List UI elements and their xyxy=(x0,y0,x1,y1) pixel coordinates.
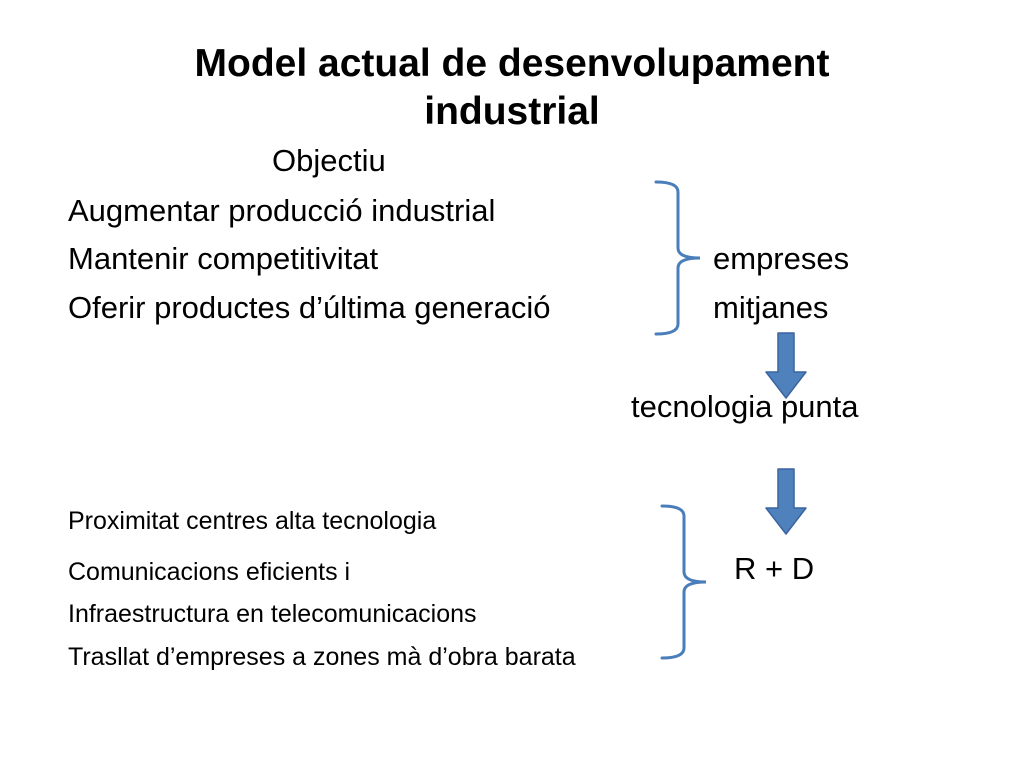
down-arrow-icon xyxy=(765,468,807,535)
requirement-item: Comunicacions eficients i xyxy=(68,558,351,586)
down-arrow-icon xyxy=(765,332,807,399)
requirement-item: Proximitat centres alta tecnologia xyxy=(68,507,437,535)
title-line-1: Model actual de desenvolupament xyxy=(194,42,830,85)
requirement-item: Infraestructura en telecomunicacions xyxy=(68,600,477,628)
company-label-line-2: mitjanes xyxy=(713,290,829,325)
result-tecnologia-punta: tecnologia punta xyxy=(631,389,859,424)
right-curly-bracket-icon xyxy=(660,504,707,660)
slide-title: Model actual de desenvolupament industri… xyxy=(112,40,912,136)
objective-item: Mantenir competitivitat xyxy=(68,241,379,276)
result-r-plus-d: R + D xyxy=(734,551,815,586)
requirement-item: Trasllat d’empreses a zones mà d’obra ba… xyxy=(68,643,576,671)
right-curly-bracket-icon xyxy=(654,180,701,336)
objective-heading: Objectiu xyxy=(272,143,386,178)
objective-item: Augmentar producció industrial xyxy=(68,193,496,228)
company-label-line-1: empreses xyxy=(713,241,850,276)
objective-item: Oferir productes d’última generació xyxy=(68,290,551,325)
title-line-2: industrial xyxy=(424,90,600,133)
